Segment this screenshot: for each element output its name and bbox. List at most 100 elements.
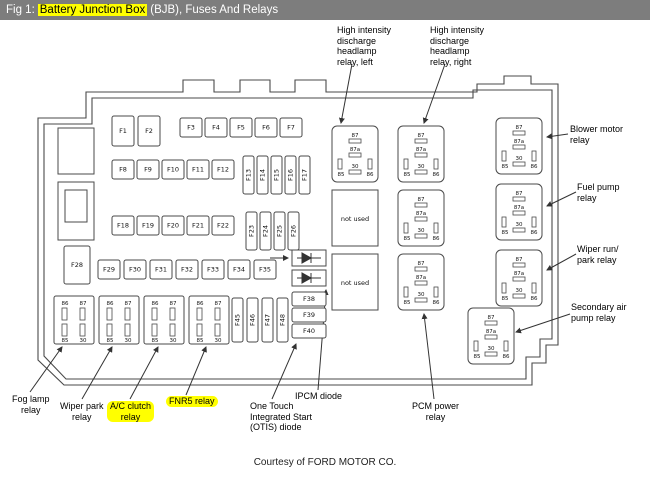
fuse-F1: F1 <box>111 115 135 147</box>
pin-label: 86 <box>531 230 538 236</box>
pin-label: 30 <box>516 288 523 294</box>
arrow-blower <box>546 133 569 140</box>
fuse-F10: F10 <box>161 159 185 180</box>
bjb-outline-inner <box>43 89 553 380</box>
fuse-label: F3 <box>187 124 195 132</box>
fuse-F2: F2 <box>137 115 161 147</box>
arrow-fnr5 <box>185 346 207 396</box>
pin-label: 30 <box>215 338 222 344</box>
fuse-F28: F28 <box>63 245 91 285</box>
fuse-F8: F8 <box>111 159 135 180</box>
pin-label: 86 <box>197 301 204 307</box>
pin-label: 30 <box>516 156 523 162</box>
fuse-label: F26 <box>290 225 298 237</box>
connector-block <box>57 127 95 175</box>
callout-wiper-park-relay: Wiper park relay <box>60 401 104 422</box>
arrow-otis <box>271 343 297 400</box>
pin-label: 87 <box>418 197 425 203</box>
fuse-label: F18 <box>117 222 129 230</box>
arrow-fog-lamp <box>29 346 63 393</box>
pin-label: 87 <box>215 301 222 307</box>
diode-box <box>291 269 327 287</box>
courtesy-credit: Courtesy of FORD MOTOR CO. <box>253 457 397 468</box>
fuse-label: F23 <box>248 225 256 237</box>
fuse-F17: F17 <box>298 155 311 195</box>
fuse-label: F33 <box>207 266 219 274</box>
fuse-F22: F22 <box>211 215 235 236</box>
pin-label: 30 <box>488 346 495 352</box>
figure-title-prefix: Fig 1: <box>6 4 35 16</box>
fuse-label: F8 <box>119 166 127 174</box>
pin-label: 87 <box>80 301 87 307</box>
fuse-label: F40 <box>303 327 315 335</box>
fuse-label: F47 <box>264 314 272 326</box>
fuse-F9: F9 <box>136 159 160 180</box>
callout-fuel-pump-relay: Fuel pump relay <box>577 182 620 203</box>
fuse-F13: F13 <box>242 155 255 195</box>
pin-label: 87 <box>170 301 177 307</box>
fuse-label: F12 <box>217 166 229 174</box>
callout-arrows <box>29 63 577 400</box>
fuse-label: F31 <box>155 266 167 274</box>
fuse-label: F11 <box>192 166 204 174</box>
callout-hid-right-relay: High intensity discharge headlamp relay,… <box>430 25 485 67</box>
pin-label: 87 <box>418 261 425 267</box>
arrow-hid-right <box>422 63 446 124</box>
fuse-F6: F6 <box>254 117 278 138</box>
arrow-fuel-pump <box>546 191 577 207</box>
pin-label: 87 <box>352 133 359 139</box>
pin-label: 87 <box>516 191 523 197</box>
pin-label: 86 <box>433 236 440 242</box>
fuse-label: F46 <box>249 314 257 326</box>
pin-label: 87 <box>516 257 523 263</box>
connector-block-inner <box>64 189 88 223</box>
arrow-hid-left <box>338 63 353 124</box>
fuse-label: F2 <box>145 127 153 135</box>
pin-label: 85 <box>62 338 69 344</box>
pin-label: 86 <box>107 301 114 307</box>
pin-label: 87 <box>125 301 132 307</box>
pin-label: 30 <box>418 292 425 298</box>
callout-otis-diode: One Touch Integrated Start (OTIS) diode <box>250 401 313 433</box>
fuse-label: F7 <box>287 124 295 132</box>
pin-label: 30 <box>418 228 425 234</box>
not-used-slot: not used <box>331 253 379 311</box>
callout-fog-lamp-relay: Fog lamp relay <box>12 394 50 415</box>
pin-label: 85 <box>404 236 411 242</box>
not-used-label: not used <box>341 279 369 287</box>
fuse-F24: F24 <box>259 211 272 251</box>
pin-label: 86 <box>503 354 510 360</box>
fuse-F21: F21 <box>186 215 210 236</box>
pin-label: 30 <box>516 222 523 228</box>
fuse-label: F28 <box>71 261 83 269</box>
fuse-label: F1 <box>119 127 127 135</box>
diode-icon <box>301 272 313 284</box>
fuse-F38: F38 <box>291 291 327 307</box>
pin-label: 85 <box>502 164 509 170</box>
pin-label: 87 <box>418 133 425 139</box>
callout-secondary-air-relay: Secondary air pump relay <box>571 302 627 323</box>
pin-label: 85 <box>197 338 204 344</box>
pin-label: 85 <box>502 230 509 236</box>
fuse-F18: F18 <box>111 215 135 236</box>
pin-label: 86 <box>531 296 538 302</box>
pin-label: 30 <box>170 338 177 344</box>
pin-label: 87a <box>514 139 524 145</box>
pin-label: 85 <box>404 300 411 306</box>
fuse-F47: F47 <box>261 297 274 343</box>
pin-label: 87 <box>516 125 523 131</box>
figure-title-bar: Fig 1:Battery Junction Box(BJB), Fuses A… <box>0 0 650 20</box>
fuse-label: F9 <box>144 166 152 174</box>
fuse-label: F32 <box>181 266 193 274</box>
fuse-F19: F19 <box>136 215 160 236</box>
arrow-secondary-air <box>515 313 571 334</box>
callout-fnr5-relay: FNR5 relay <box>166 396 218 407</box>
pin-label: 87 <box>488 315 495 321</box>
